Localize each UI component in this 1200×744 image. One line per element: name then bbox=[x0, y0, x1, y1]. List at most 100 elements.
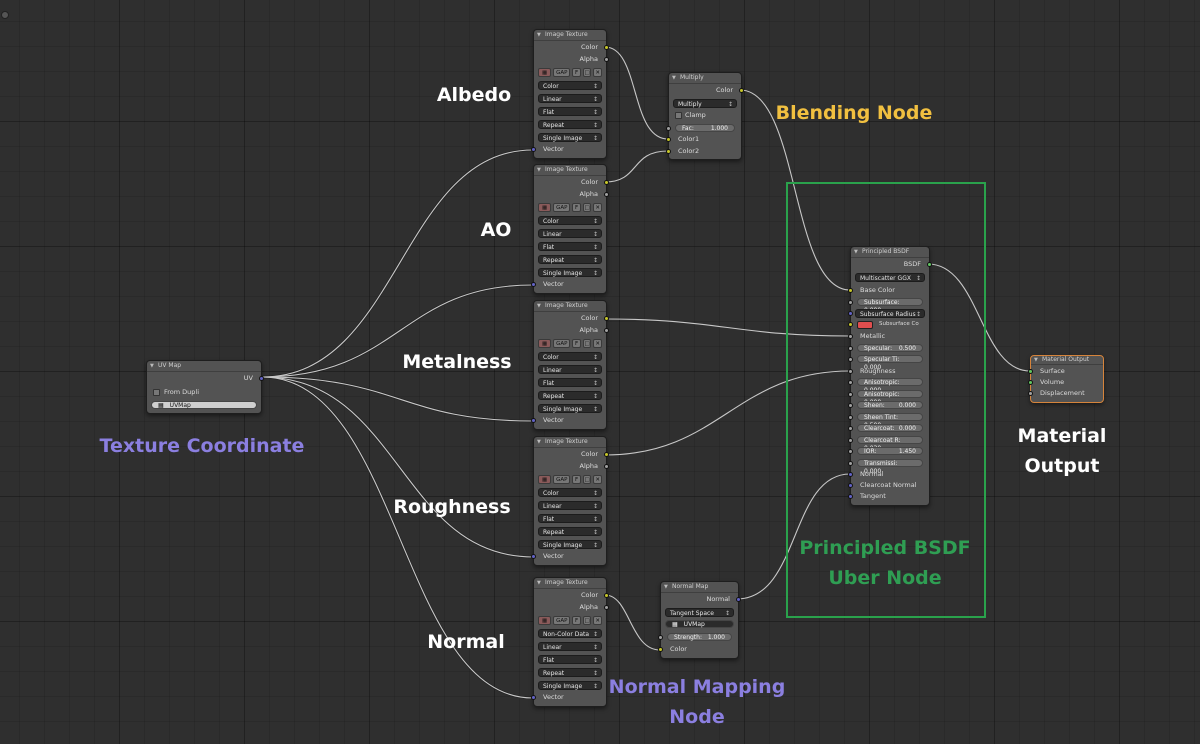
normal-uvmap-select[interactable]: ▦UVMap bbox=[665, 620, 734, 628]
projection-dropdown[interactable]: Flat bbox=[538, 242, 602, 252]
from-dupli-checkbox[interactable] bbox=[153, 389, 160, 396]
strength-socket[interactable] bbox=[658, 635, 663, 640]
image-texture-header[interactable]: ▼Image Texture bbox=[534, 301, 606, 312]
image-name-button[interactable]: GAP bbox=[553, 475, 571, 484]
image-browse-icon[interactable]: ▦ bbox=[538, 68, 552, 77]
image-name-button[interactable]: GAP bbox=[553, 203, 571, 212]
tangent-socket[interactable] bbox=[848, 494, 853, 499]
fake-user-button[interactable]: F bbox=[572, 475, 581, 484]
extension-dropdown[interactable]: Repeat bbox=[538, 391, 602, 401]
source-dropdown[interactable]: Single Image bbox=[538, 268, 602, 278]
image-texture-ao-node[interactable]: ▼Image TextureColorAlpha▦GAPF□✕ColorLine… bbox=[531, 164, 609, 294]
roughness-socket[interactable] bbox=[848, 369, 853, 374]
multiply-node[interactable]: ▼Multiply Color Multiply Clamp Fac:1.000… bbox=[666, 72, 744, 160]
normal-socket[interactable] bbox=[848, 472, 853, 477]
normal-out-socket[interactable] bbox=[736, 597, 741, 602]
image-browse-icon[interactable]: ▦ bbox=[538, 616, 552, 625]
image-texture-albedo-node[interactable]: ▼Image TextureColorAlpha▦GAPF□✕ColorLine… bbox=[531, 29, 609, 159]
sheen-field[interactable]: Sheen:0.000 bbox=[857, 401, 923, 409]
ior-field[interactable]: IOR:1.450 bbox=[857, 447, 923, 455]
strength-field[interactable]: Strength:1.000 bbox=[667, 633, 732, 641]
sheen-socket[interactable] bbox=[848, 403, 853, 408]
material-output-header[interactable]: ▼Material Output bbox=[1031, 356, 1103, 365]
projection-dropdown[interactable]: Flat bbox=[538, 107, 602, 117]
subsurface-radius-dropdown[interactable]: Subsurface Radius bbox=[855, 309, 925, 319]
color2-socket[interactable] bbox=[666, 149, 671, 154]
vector-socket[interactable] bbox=[531, 147, 536, 152]
image-name-button[interactable]: GAP bbox=[553, 68, 571, 77]
fac-field[interactable]: Fac:1.000 bbox=[675, 124, 735, 132]
image-name-button[interactable]: GAP bbox=[553, 339, 571, 348]
interpolation-dropdown[interactable]: Linear bbox=[538, 94, 602, 104]
fake-user-button[interactable]: F bbox=[572, 203, 581, 212]
normal-map-header[interactable]: ▼Normal Map bbox=[661, 582, 738, 593]
open-image-icon[interactable]: □ bbox=[582, 616, 592, 625]
normal-map-color-socket[interactable] bbox=[658, 647, 663, 652]
image-texture-roughness-node[interactable]: ▼Image TextureColorAlpha▦GAPF□✕ColorLine… bbox=[531, 436, 609, 566]
color-space-dropdown[interactable]: Color bbox=[538, 81, 602, 91]
close-icon[interactable]: ✕ bbox=[593, 616, 603, 625]
bsdf-out-socket[interactable] bbox=[927, 262, 932, 267]
image-browse-icon[interactable]: ▦ bbox=[538, 475, 552, 484]
collapse-icon[interactable]: ▼ bbox=[664, 584, 668, 590]
metallic-socket[interactable] bbox=[848, 334, 853, 339]
normal-map-node[interactable]: ▼Normal Map Normal Tangent Space ▦UVMap … bbox=[658, 581, 741, 659]
interpolation-dropdown[interactable]: Linear bbox=[538, 642, 602, 652]
corner-handle-icon[interactable] bbox=[1, 11, 9, 19]
vector-socket[interactable] bbox=[531, 554, 536, 559]
source-dropdown[interactable]: Single Image bbox=[538, 681, 602, 691]
vector-socket[interactable] bbox=[531, 418, 536, 423]
collapse-icon[interactable]: ▼ bbox=[537, 167, 541, 173]
normal-space-dropdown[interactable]: Tangent Space bbox=[665, 608, 734, 618]
projection-dropdown[interactable]: Flat bbox=[538, 514, 602, 524]
extension-dropdown[interactable]: Repeat bbox=[538, 120, 602, 130]
specular-tint-socket[interactable] bbox=[848, 357, 853, 362]
color-out-socket[interactable] bbox=[604, 593, 609, 598]
color-out-socket[interactable] bbox=[604, 316, 609, 321]
collapse-icon[interactable]: ▼ bbox=[537, 580, 541, 586]
material-output-node[interactable]: ▼Material Output Surface Volume Displace… bbox=[1028, 355, 1104, 403]
source-dropdown[interactable]: Single Image bbox=[538, 404, 602, 414]
uv-out-socket[interactable] bbox=[259, 376, 264, 381]
principled-bsdf-node[interactable]: ▼Principled BSDF BSDF Multiscatter GGX B… bbox=[848, 246, 932, 506]
anisotropic-field[interactable]: Anisotropic: 0.000 bbox=[857, 378, 923, 394]
vector-socket[interactable] bbox=[531, 695, 536, 700]
multiply-blend-mode-dropdown[interactable]: Multiply bbox=[673, 99, 737, 109]
image-texture-metalness-node[interactable]: ▼Image TextureColorAlpha▦GAPF□✕ColorLine… bbox=[531, 300, 609, 430]
subsurface-color-swatch[interactable] bbox=[857, 321, 873, 329]
image-texture-header[interactable]: ▼Image Texture bbox=[534, 437, 606, 448]
collapse-icon[interactable]: ▼ bbox=[854, 249, 858, 255]
source-dropdown[interactable]: Single Image bbox=[538, 540, 602, 550]
anisotropic-rotation-socket[interactable] bbox=[848, 392, 853, 397]
clearcoat-roughness-socket[interactable] bbox=[848, 438, 853, 443]
clearcoat-roughness-field[interactable]: Clearcoat R: 0.030 bbox=[857, 436, 923, 452]
close-icon[interactable]: ✕ bbox=[593, 339, 603, 348]
open-image-icon[interactable]: □ bbox=[582, 68, 592, 77]
alpha-out-socket[interactable] bbox=[604, 328, 609, 333]
fake-user-button[interactable]: F bbox=[572, 68, 581, 77]
open-image-icon[interactable]: □ bbox=[582, 339, 592, 348]
close-icon[interactable]: ✕ bbox=[593, 68, 603, 77]
collapse-icon[interactable]: ▼ bbox=[1034, 357, 1038, 363]
anisotropic-rotation-field[interactable]: Anisotropic: 0.000 bbox=[857, 390, 923, 406]
close-icon[interactable]: ✕ bbox=[593, 475, 603, 484]
collapse-icon[interactable]: ▼ bbox=[537, 439, 541, 445]
projection-dropdown[interactable]: Flat bbox=[538, 378, 602, 388]
color1-socket[interactable] bbox=[666, 137, 671, 142]
volume-socket[interactable] bbox=[1028, 380, 1033, 385]
collapse-icon[interactable]: ▼ bbox=[537, 32, 541, 38]
close-icon[interactable]: ✕ bbox=[593, 203, 603, 212]
image-texture-header[interactable]: ▼Image Texture bbox=[534, 165, 606, 176]
color-space-dropdown[interactable]: Color bbox=[538, 352, 602, 362]
image-texture-header[interactable]: ▼Image Texture bbox=[534, 30, 606, 41]
specular-tint-field[interactable]: Specular Ti: 0.000 bbox=[857, 355, 923, 371]
specular-field[interactable]: Specular:0.500 bbox=[857, 344, 923, 352]
extension-dropdown[interactable]: Repeat bbox=[538, 255, 602, 265]
uv-map-header[interactable]: ▼UV Map bbox=[147, 361, 261, 372]
uvmap-select[interactable]: ▦UVMap bbox=[151, 401, 257, 409]
specular-socket[interactable] bbox=[848, 346, 853, 351]
multiply-color-out-socket[interactable] bbox=[739, 88, 744, 93]
sheen-tint-socket[interactable] bbox=[848, 415, 853, 420]
color-space-dropdown[interactable]: Color bbox=[538, 488, 602, 498]
